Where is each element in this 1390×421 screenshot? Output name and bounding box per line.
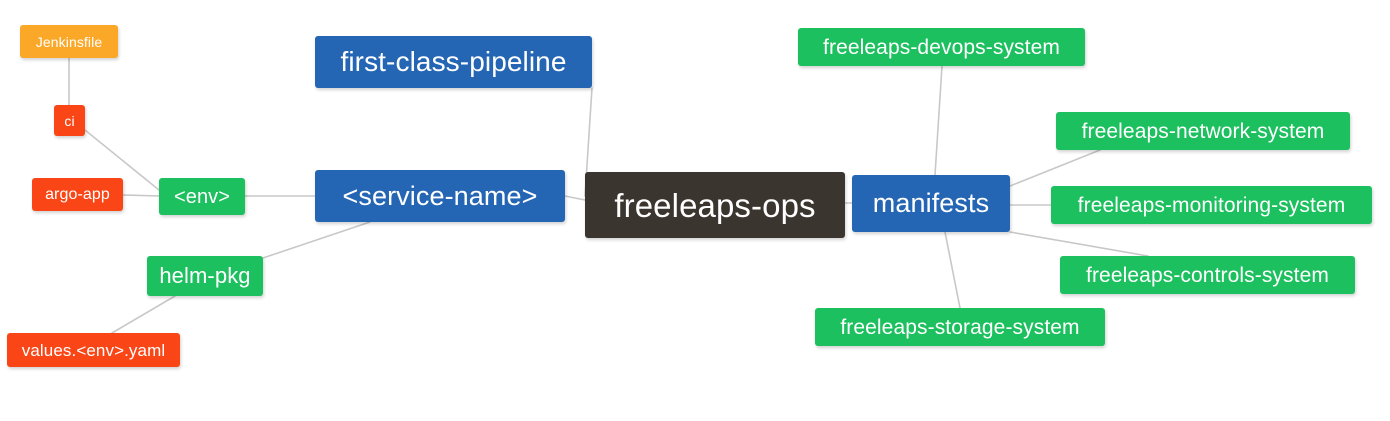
node-label: freeleaps-monitoring-system <box>1077 193 1346 217</box>
node-label: freeleaps-ops <box>614 186 816 224</box>
node-label: freeleaps-network-system <box>1081 119 1325 143</box>
edge-helm-pkg-to-values-env-yaml <box>111 295 176 334</box>
node-jenkinsfile[interactable]: Jenkinsfile <box>20 25 118 58</box>
edge-manifests-to-freeleaps-storage-system <box>944 231 961 309</box>
node-manifests[interactable]: manifests <box>852 175 1010 232</box>
node-values-env-yaml[interactable]: values.<env>.yaml <box>7 333 180 367</box>
node-label: Jenkinsfile <box>35 33 103 50</box>
node-label: ci <box>64 112 75 129</box>
edge-manifests-to-freeleaps-devops-system <box>934 65 943 176</box>
node-label: freeleaps-devops-system <box>823 35 1060 59</box>
node-label: values.<env>.yaml <box>21 340 166 360</box>
edge-service-name-to-helm-pkg <box>262 221 371 259</box>
node-label: manifests <box>872 188 990 218</box>
node-label: argo-app <box>45 185 110 203</box>
node-freeleaps-network-system[interactable]: freeleaps-network-system <box>1056 112 1350 150</box>
node-label: helm-pkg <box>159 263 251 288</box>
node-root[interactable]: freeleaps-ops <box>585 172 845 238</box>
node-ci[interactable]: ci <box>54 105 85 136</box>
node-freeleaps-devops-system[interactable]: freeleaps-devops-system <box>798 28 1085 66</box>
node-label: <service-name> <box>342 180 538 211</box>
node-helm-pkg[interactable]: helm-pkg <box>147 256 263 296</box>
node-label: freeleaps-controls-system <box>1086 263 1329 287</box>
node-label: freeleaps-storage-system <box>840 315 1080 339</box>
edge-root-to-service-name <box>564 195 586 201</box>
edge-manifests-to-freeleaps-network-system <box>1009 149 1101 187</box>
node-env[interactable]: <env> <box>159 178 245 215</box>
node-freeleaps-storage-system[interactable]: freeleaps-storage-system <box>815 308 1105 346</box>
node-freeleaps-controls-system[interactable]: freeleaps-controls-system <box>1060 256 1355 294</box>
node-label: first-class-pipeline <box>340 46 567 77</box>
node-first-class-pipeline[interactable]: first-class-pipeline <box>315 36 592 88</box>
node-freeleaps-monitoring-system[interactable]: freeleaps-monitoring-system <box>1051 186 1372 224</box>
node-service-name[interactable]: <service-name> <box>315 170 565 222</box>
edge-manifests-to-freeleaps-controls-system <box>1009 231 1149 257</box>
node-argo-app[interactable]: argo-app <box>32 178 123 211</box>
edge-env-to-argo-app <box>122 194 160 197</box>
node-label: <env> <box>173 185 231 208</box>
